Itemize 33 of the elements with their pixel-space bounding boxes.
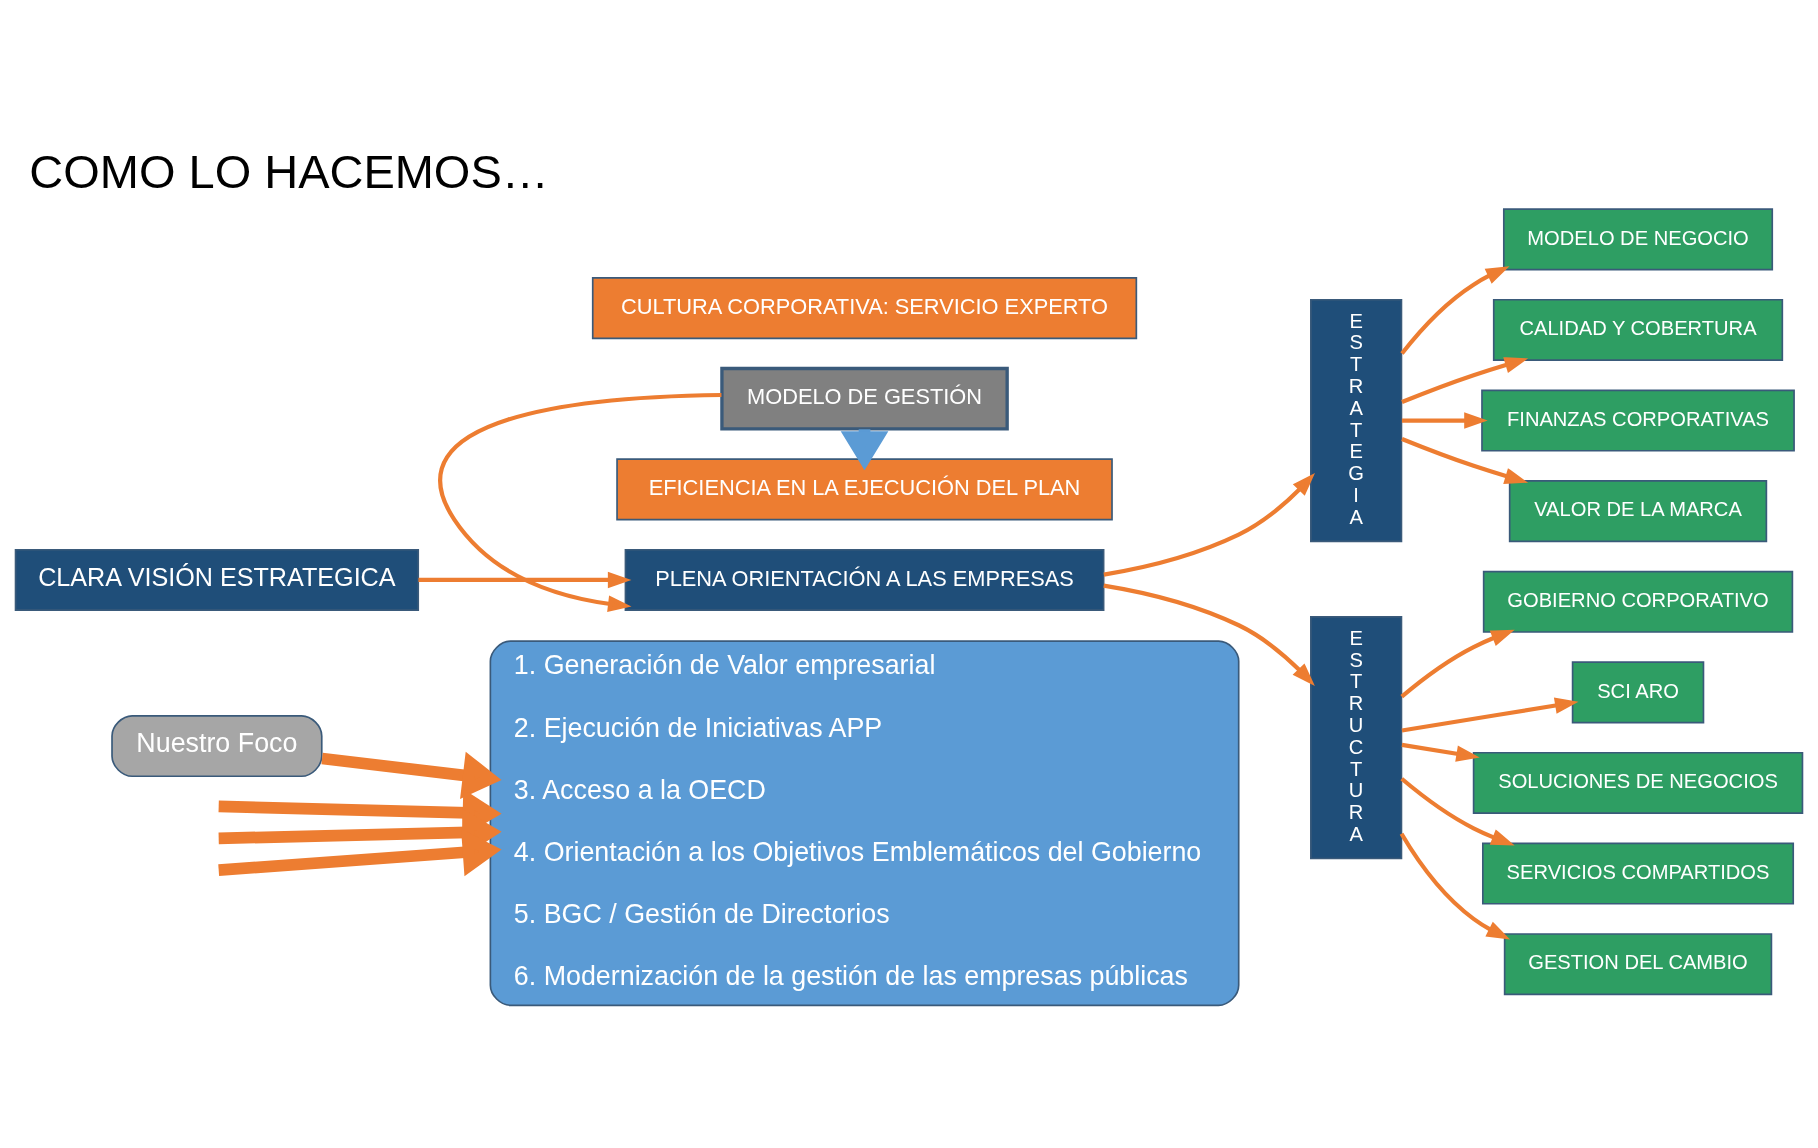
arrow bbox=[321, 751, 502, 799]
node-box: SOLUCIONES DE NEGOCIOS bbox=[1472, 751, 1804, 814]
arrow bbox=[1400, 265, 1510, 355]
arrow bbox=[1401, 356, 1529, 404]
node-box: GESTION DEL CAMBIO bbox=[1503, 932, 1773, 995]
node-box: CLARA VISIÓN ESTRATEGICA bbox=[14, 548, 420, 611]
node-box: VALOR DE LA MARCA bbox=[1508, 479, 1768, 542]
arrow bbox=[1401, 436, 1529, 484]
node-box: SCI ARO bbox=[1571, 660, 1705, 723]
node-box: MODELO DE NEGOCIO bbox=[1502, 207, 1774, 270]
node-box: EFICIENCIA EN LA EJECUCIÓN DEL PLAN bbox=[616, 457, 1113, 520]
node-box: GOBIERNO CORPORATIVO bbox=[1482, 570, 1794, 633]
diagram-title: COMO LO HACEMOS… bbox=[29, 144, 549, 198]
arrow bbox=[1400, 776, 1515, 846]
node-box: CALIDAD Y COBERTURA bbox=[1492, 298, 1784, 361]
node-box: PLENA ORIENTACIÓN A LAS EMPRESAS bbox=[624, 548, 1105, 611]
node-box: CULTURA CORPORATIVA: SERVICIO EXPERTO bbox=[591, 276, 1138, 339]
arrow bbox=[1401, 742, 1480, 762]
arrow bbox=[1401, 411, 1488, 429]
node-box: Nuestro Foco bbox=[111, 714, 323, 777]
arrow bbox=[1399, 832, 1511, 940]
arrow bbox=[418, 571, 632, 588]
arrow bbox=[1401, 696, 1579, 733]
node-box: 1. Generación de Valor empresarial 2. Ejecución de Iniciativas APP 3. Acceso a la OECD 4. Orientación a los Objetivos Emblemáticos del Gobierno 5. BGC / Gestión de Directorios 6. Modernización de la gestión de las empresas públicas bbox=[489, 639, 1240, 1006]
node-box: ESTRATEGIA bbox=[1310, 298, 1403, 542]
arrow bbox=[438, 392, 722, 612]
node-box: ESTRUCTURA bbox=[1310, 615, 1403, 859]
node-box: MODELO DE GESTIÓN bbox=[720, 366, 1009, 431]
node-box: SERVICIOS COMPARTIDOS bbox=[1482, 842, 1795, 905]
arrow bbox=[1400, 629, 1515, 698]
arrow bbox=[1103, 583, 1315, 686]
arrow bbox=[1103, 472, 1315, 577]
node-box: FINANZAS CORPORATIVAS bbox=[1481, 389, 1795, 452]
